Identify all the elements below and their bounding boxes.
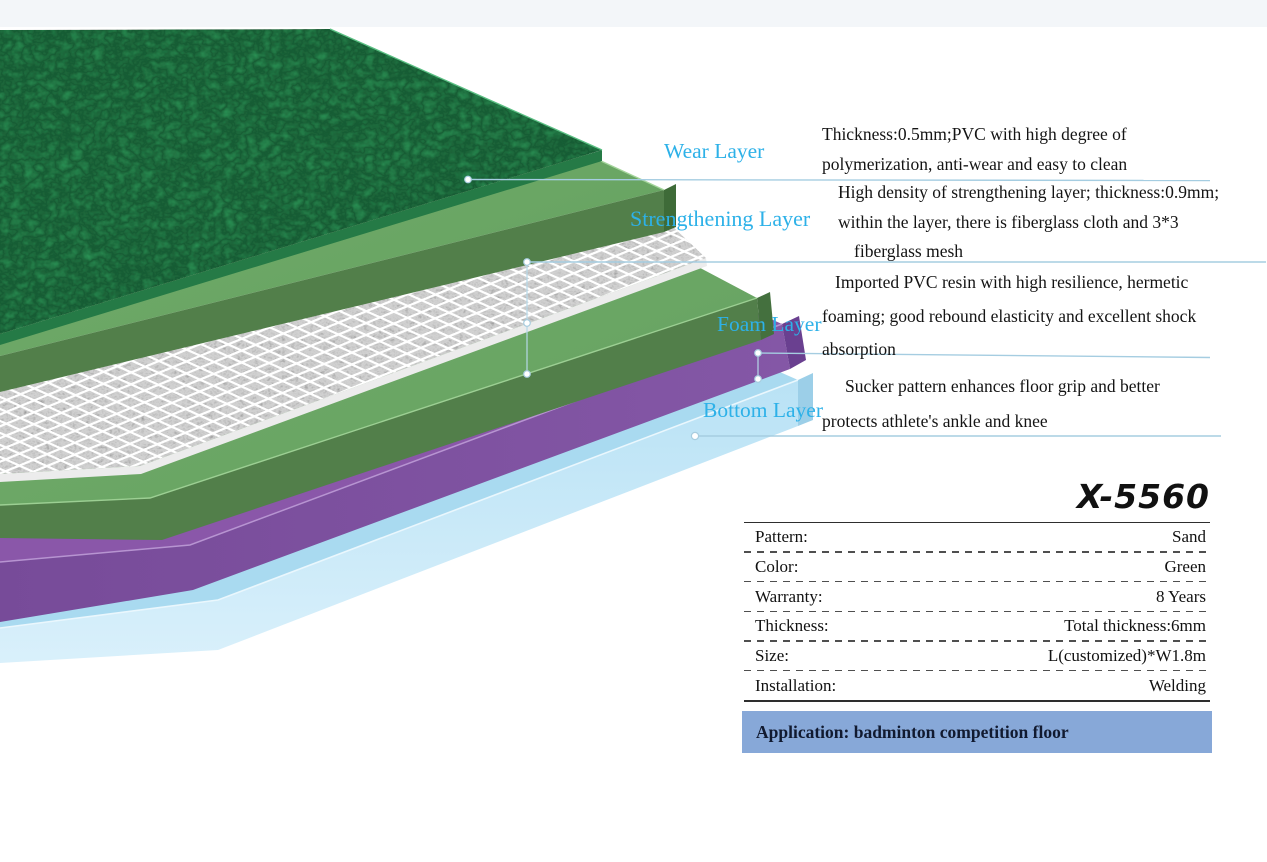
- description-line: foaming; good rebound elasticity and exc…: [822, 305, 1197, 326]
- spec-value: Green: [1164, 556, 1206, 576]
- wear-layer-graphic: [0, 28, 603, 345]
- top-background-band: [0, 0, 1267, 27]
- fiberglass-mesh-graphic: [0, 205, 707, 482]
- bottom-layer-label: Bottom Layer: [703, 398, 824, 422]
- table-bottom-rule: [744, 699, 1210, 702]
- description-line: Thickness:0.5mm;PVC with high degree of: [822, 124, 1127, 144]
- description-line: fiberglass mesh: [854, 241, 964, 261]
- wear-layer-line: [467, 178, 1211, 182]
- spec-label: Warranty:: [755, 586, 823, 606]
- product-model-title: X-5560: [1076, 477, 1210, 516]
- description-line: Imported PVC resin with high resilience,…: [835, 272, 1189, 292]
- description-line: protects athlete's ankle and knee: [822, 410, 1048, 431]
- foam-layer-label: Foam Layer: [717, 312, 822, 336]
- dashed-divider: [744, 640, 1210, 642]
- wear-layer-description: Thickness:0.5mm;PVC with high degree of …: [822, 120, 1127, 179]
- strengthening-bottom-dot: [523, 370, 531, 378]
- description-line: High density of strengthening layer; thi…: [838, 182, 1220, 202]
- dashed-divider: [744, 670, 1210, 672]
- description-line: within the layer, there is fiberglass cl…: [838, 211, 1179, 232]
- dashed-divider: [744, 551, 1210, 553]
- spec-label: Color:: [755, 556, 799, 576]
- wear-layer-label: Wear Layer: [664, 139, 765, 163]
- spec-label: Pattern:: [755, 527, 808, 547]
- strengthening-top-dot: [523, 258, 531, 266]
- table-row: Thickness: Total thickness:6mm: [744, 612, 1210, 640]
- strengthening-layer-description: High density of strengthening layer; thi…: [838, 178, 1219, 267]
- bottom-anchor-dot: [754, 375, 762, 383]
- spec-label: Thickness:: [755, 616, 829, 636]
- table-top-rule: [744, 522, 1210, 523]
- strengthening-mid-dot: [523, 319, 531, 327]
- description-line: absorption: [822, 339, 896, 359]
- table-row: Pattern: Sand: [744, 523, 1210, 551]
- foam-layer-line: [757, 352, 1211, 359]
- foam-anchor-dot: [754, 349, 762, 357]
- table-row: Installation: Welding: [744, 671, 1210, 699]
- spec-value: Welding: [1148, 675, 1206, 695]
- spec-value: Total thickness:6mm: [1064, 616, 1206, 636]
- table-row: Warranty: 8 Years: [744, 582, 1210, 610]
- foam-layer-description: Imported PVC resin with high resilience,…: [822, 266, 1196, 367]
- dashed-divider: [744, 610, 1210, 613]
- description-line: Sucker pattern enhances floor grip and b…: [845, 376, 1160, 396]
- wear-anchor-dot: [464, 175, 472, 184]
- table-row: Size: L(customized)*W1.8m: [744, 642, 1210, 670]
- application-bar: Application: badminton competition floor: [742, 711, 1212, 753]
- spec-label: Size:: [755, 645, 789, 665]
- spec-table: Pattern: Sand Color: Green Warranty: 8 Y…: [744, 522, 1210, 702]
- bottom-layer-description: Sucker pattern enhances floor grip and b…: [822, 369, 1160, 438]
- table-row: Color: Green: [744, 553, 1210, 581]
- description-line: polymerization, anti-wear and easy to cl…: [822, 153, 1128, 174]
- spec-value: L(customized)*W1.8m: [1047, 645, 1206, 665]
- strengthening-layer-label: Strengthening Layer: [630, 206, 811, 231]
- spec-label: Installation:: [755, 675, 837, 695]
- callout-lines: [467, 178, 1266, 437]
- spec-value: 8 Years: [1155, 586, 1206, 606]
- application-text: Application: badminton competition floor: [756, 721, 1069, 742]
- dashed-divider: [744, 580, 1210, 583]
- bottom-edge-dot: [690, 431, 700, 441]
- spec-value: Sand: [1172, 527, 1206, 547]
- callout-dots: [464, 175, 762, 441]
